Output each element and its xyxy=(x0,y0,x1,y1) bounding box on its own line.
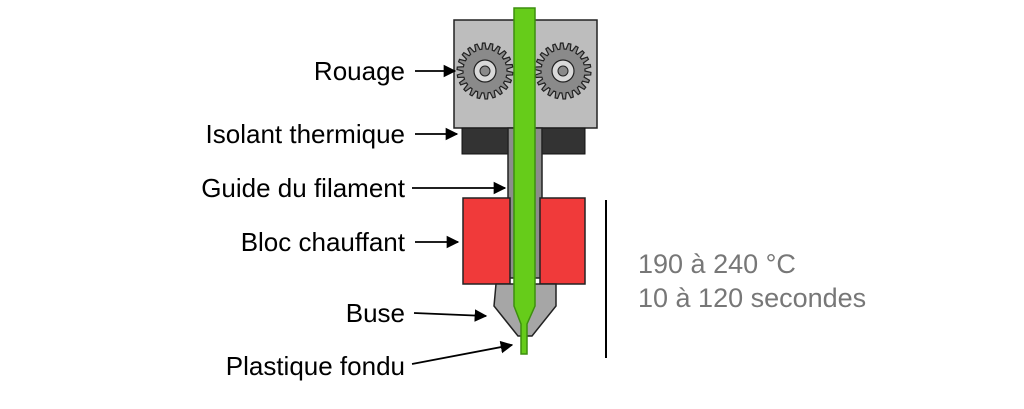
spec-temperature: 190 à 240 °C xyxy=(638,249,796,279)
filament xyxy=(513,7,536,355)
arrow-melted-plastic xyxy=(411,340,514,365)
right-gear-icon xyxy=(534,42,592,100)
gear-axle xyxy=(479,65,491,77)
thermal-insulator xyxy=(461,127,511,155)
heating-block-left xyxy=(462,197,511,285)
heating-block-right xyxy=(539,197,586,285)
label-melted-plastic: Plastique fondu xyxy=(225,351,405,381)
gear-axle xyxy=(557,65,569,77)
label-gears: Rouage xyxy=(313,56,405,86)
arrow-nozzle xyxy=(413,309,488,322)
label-heating-block: Bloc chauffant xyxy=(240,227,405,257)
label-filament-guide: Guide du filament xyxy=(201,173,405,203)
left-gear-icon xyxy=(456,42,514,100)
label-thermal-insulator: Isolant thermique xyxy=(205,119,405,149)
label-nozzle: Buse xyxy=(345,298,405,328)
thermal-insulator-right xyxy=(538,127,586,155)
spec-duration: 10 à 120 secondes xyxy=(638,283,867,313)
